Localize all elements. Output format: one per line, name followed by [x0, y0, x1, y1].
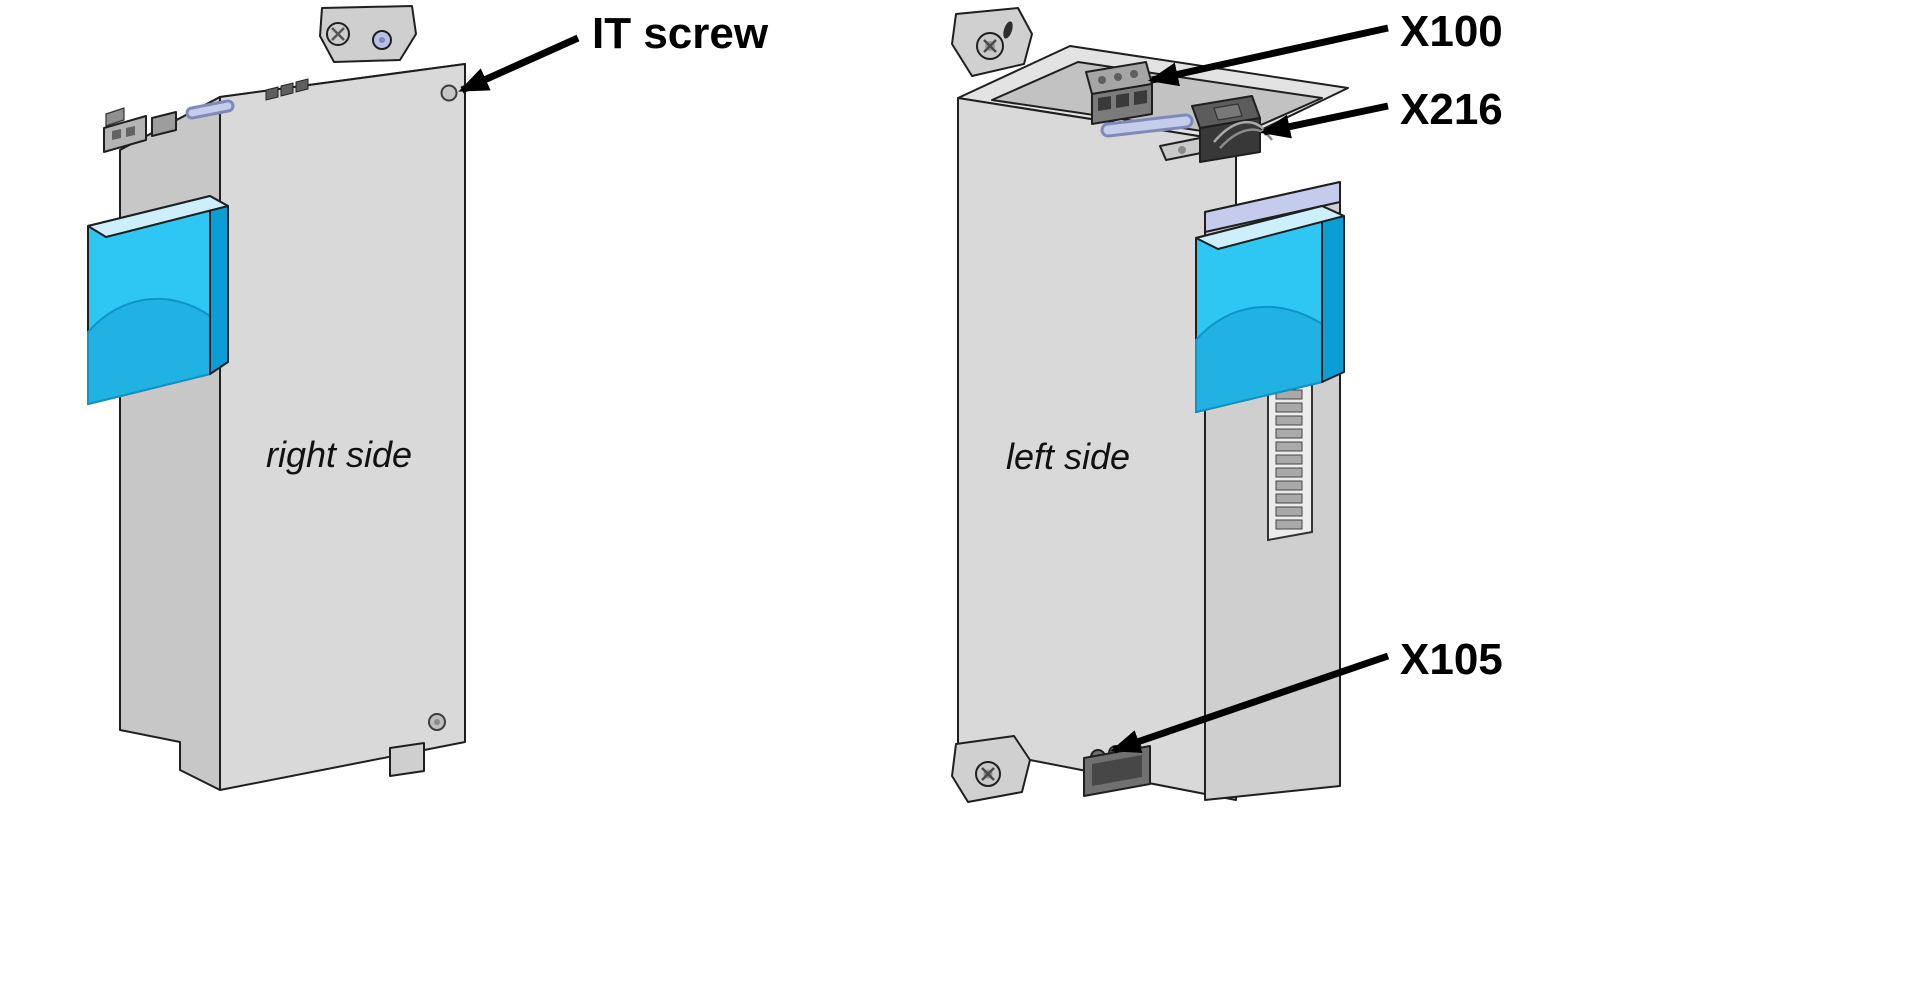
bracket-pin-center	[379, 37, 385, 43]
clip-hole	[1178, 146, 1186, 154]
x100-screw-1	[1098, 76, 1106, 84]
x100-connector	[1085, 61, 1153, 125]
top-relay-block	[151, 111, 177, 137]
top-mounting-bracket	[951, 7, 1033, 77]
x216-connector	[1191, 95, 1274, 163]
caption-left-side: left side	[1006, 436, 1130, 477]
arrow-x216	[1260, 102, 1389, 139]
label-x216: X216	[1400, 85, 1503, 134]
terminal-strip	[1267, 374, 1313, 542]
device-left-side-view: left side	[951, 7, 1349, 803]
top-mounting-bracket	[319, 5, 417, 63]
x105-socket	[1092, 755, 1142, 786]
body-right-face	[219, 63, 466, 791]
label-x105: X105	[1400, 635, 1503, 684]
callout-arrows	[458, 24, 1390, 754]
arrow-x105	[1110, 652, 1390, 754]
arrow-it-screw	[458, 34, 580, 94]
top-clip	[105, 107, 125, 127]
terminal-holes	[112, 126, 135, 140]
x216-latch	[1213, 103, 1243, 121]
arrow-x100	[1148, 24, 1389, 87]
cyan-cover	[1195, 205, 1345, 414]
bottom-mounting-bracket	[951, 735, 1031, 803]
x100-screw-2	[1114, 73, 1122, 81]
capacitor-body	[188, 102, 232, 117]
screw-cross-slot	[983, 39, 997, 53]
label-x100: X100	[1400, 7, 1503, 56]
cyan-cover	[87, 195, 229, 406]
callout-labels: IT screw X100 X216 X105	[592, 7, 1503, 684]
it-screw	[440, 84, 458, 102]
cyan-cover-side	[209, 195, 229, 375]
label-it-screw: IT screw	[592, 9, 769, 58]
top-components	[103, 78, 309, 153]
device-right-side-view: right side	[87, 5, 466, 791]
caption-right-side: right side	[266, 434, 412, 475]
bracket-body	[319, 5, 417, 63]
screw-cross-slot	[331, 27, 345, 41]
cyan-cover-side	[1321, 205, 1345, 383]
screw-cross-slot	[981, 767, 995, 781]
column-top-strip	[1204, 181, 1341, 233]
bottom-screw-center	[434, 719, 440, 725]
cyan-cover-top	[1195, 205, 1345, 250]
pin-header	[265, 78, 309, 101]
terminal-strip-pins	[1275, 389, 1303, 530]
capacitor-body	[1103, 116, 1191, 135]
top-terminal-block	[103, 115, 147, 153]
cyan-cover-top	[87, 195, 229, 238]
bottom-tab	[389, 742, 425, 777]
bracket-slot	[1003, 21, 1013, 39]
x100-wire-slots	[1098, 90, 1147, 111]
x100-screw-3	[1130, 70, 1138, 78]
